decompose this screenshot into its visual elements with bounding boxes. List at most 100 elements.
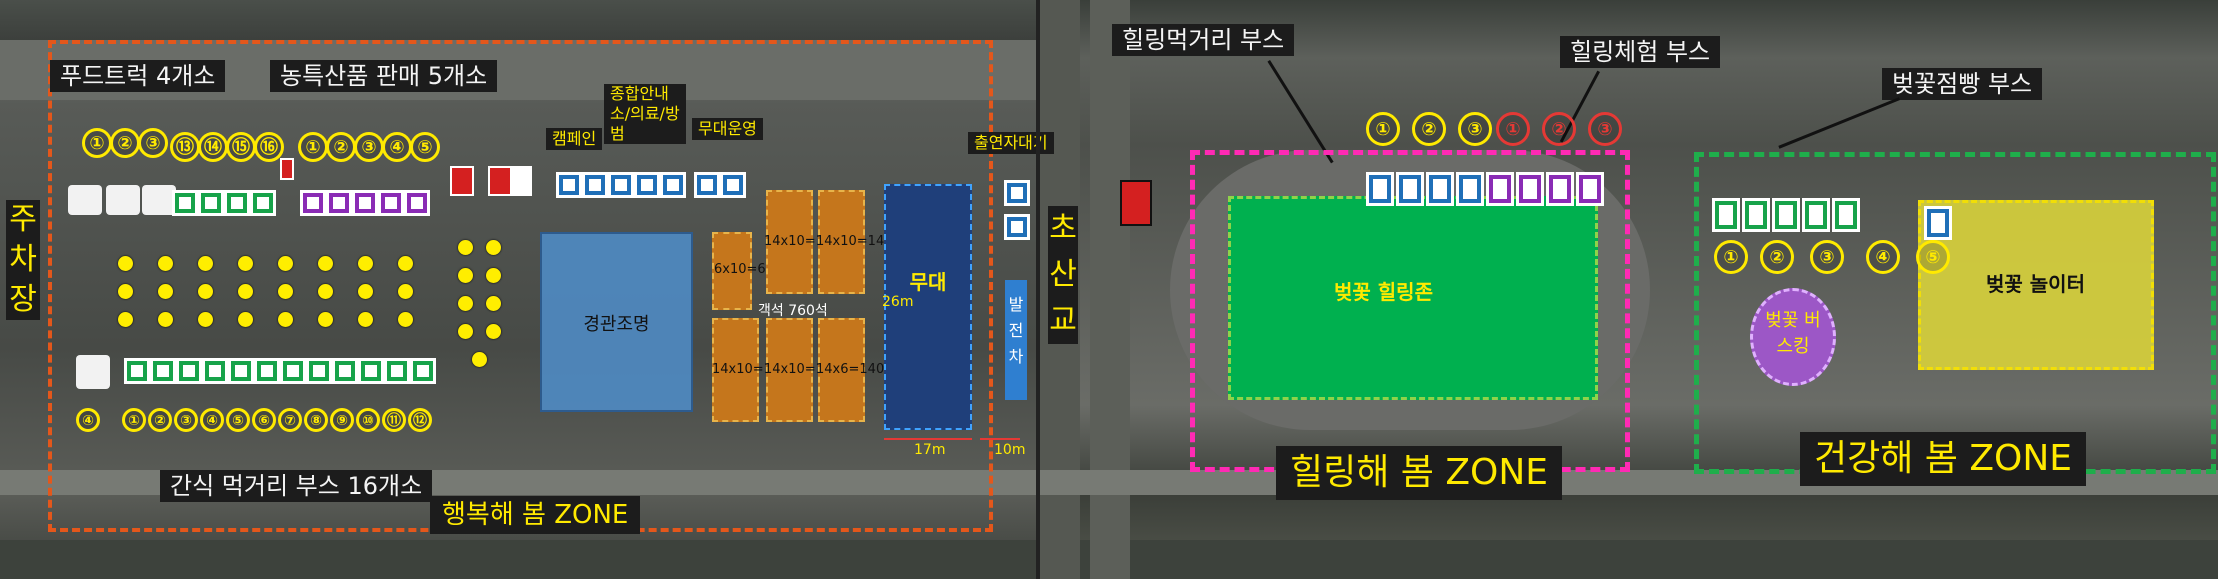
- table-dot: [358, 284, 373, 299]
- playground-label: 벚꽃 놀이터: [1986, 272, 2085, 296]
- performer-wait-booth: [1004, 214, 1030, 240]
- bread-booth: [1712, 198, 1740, 232]
- snack-booth: [250, 190, 276, 216]
- table-dot: [486, 268, 501, 283]
- snack-number: ④: [76, 408, 100, 432]
- table-dot: [398, 284, 413, 299]
- healing-food-booth: [1456, 172, 1484, 206]
- snack-booth: [150, 358, 176, 384]
- seat-block-e: [818, 318, 865, 422]
- foodtruck-icon: [68, 185, 102, 215]
- seat-block-d: [766, 318, 813, 422]
- foodtruck-icon: [142, 185, 176, 215]
- snack-booth: [228, 358, 254, 384]
- table-dot: [458, 268, 473, 283]
- photo-divider: [1036, 0, 1040, 579]
- restroom-icon: [488, 166, 512, 196]
- table-dot: [158, 284, 173, 299]
- table-dot: [118, 284, 133, 299]
- seat-block-small-label: 6x10=60: [714, 262, 774, 277]
- performer-wait-booth: [1004, 180, 1030, 206]
- zone-healing-label: 힐링해 봄 ZONE: [1276, 446, 1563, 500]
- snack-number: ③: [174, 408, 198, 432]
- stage-ops-label: 무대운영: [692, 118, 763, 140]
- table-dot: [318, 312, 333, 327]
- table-dot: [486, 324, 501, 339]
- healing-food-booth: [1426, 172, 1454, 206]
- seat-block-c: [712, 318, 759, 422]
- snack-number: ⑪: [382, 408, 406, 432]
- healing-food-number-3: ③: [1458, 112, 1492, 146]
- bread-label: 벚꽃점빵 부스: [1882, 68, 2043, 100]
- snack-number: ⑦: [278, 408, 302, 432]
- table-dot: [158, 312, 173, 327]
- dim-10-label: 10m: [994, 442, 1026, 458]
- bread-booth: [1832, 198, 1860, 232]
- snack-number: ⑤: [226, 408, 250, 432]
- snack-number: ①: [122, 408, 146, 432]
- healing-food-booth: [1366, 172, 1394, 206]
- table-dot: [486, 240, 501, 255]
- parking-label: 주차장: [6, 200, 40, 320]
- table-dot: [358, 256, 373, 271]
- farm-number-1: ①: [298, 132, 328, 162]
- table-dot: [398, 256, 413, 271]
- healing-exp-booth: [1486, 172, 1514, 206]
- foodtruck-icon: [106, 185, 140, 215]
- healing-exp-booth: [1576, 172, 1604, 206]
- farm-booth: [404, 190, 430, 216]
- campaign-label: 캠페인: [546, 128, 603, 150]
- stage-area: [884, 184, 972, 430]
- healing-food-label: 힐링먹거리 부스: [1112, 24, 1295, 56]
- zone-happy-label: 행복해 봄 ZONE: [430, 496, 641, 534]
- snack-booth: [224, 190, 250, 216]
- bread-booth: [1742, 198, 1770, 232]
- bread-booth: [1802, 198, 1830, 232]
- foodtruck-number-1: ①: [82, 128, 112, 158]
- restroom-icon: [450, 166, 474, 196]
- zone-health-label: 건강해 봄 ZONE: [1800, 432, 2087, 486]
- healing-food-number-1: ①: [1366, 112, 1400, 146]
- restroom-icon: [1120, 180, 1152, 226]
- seat-block-small: [712, 232, 752, 310]
- snack-number: ②: [148, 408, 172, 432]
- healing-exp-booth: [1516, 172, 1544, 206]
- foodtruck-title: 푸드트럭 4개소: [50, 60, 226, 92]
- snack-number: ④: [200, 408, 224, 432]
- landscape-lighting-area: [540, 232, 693, 412]
- bread-number-5: ⑤: [1916, 240, 1950, 274]
- bread-number-1: ①: [1714, 240, 1748, 274]
- bread-number-3: ③: [1810, 240, 1844, 274]
- stage-ops-booth: [720, 172, 746, 198]
- snack-booth: [124, 358, 150, 384]
- table-dot: [278, 284, 293, 299]
- snack-booth-title: 간식 먹거리 부스 16개소: [160, 470, 433, 502]
- info-booth: [634, 172, 660, 198]
- bread-number-2: ②: [1760, 240, 1794, 274]
- snack-number: ⑧: [304, 408, 328, 432]
- farm-product-title: 농특산품 판매 5개소: [270, 60, 498, 92]
- restroom-icon: [280, 158, 294, 180]
- table-dot: [398, 312, 413, 327]
- info-label: 종합안내소/의료/방범: [604, 84, 686, 144]
- healing-zone-label: 벚꽃 힐링존: [1334, 276, 1433, 305]
- table-dot: [486, 296, 501, 311]
- generator-label: 발전차: [1008, 295, 1024, 366]
- farm-booth: [352, 190, 378, 216]
- stage-label: 무대: [909, 270, 947, 294]
- foodtruck-icon: [76, 355, 110, 389]
- bread-booth: [1772, 198, 1800, 232]
- snack-booth: [280, 358, 306, 384]
- snack-booth: [384, 358, 410, 384]
- table-dot: [118, 312, 133, 327]
- seat-total-label: 객석 760석: [758, 303, 828, 319]
- healing-exp-number-2: ②: [1542, 112, 1576, 146]
- snack-number-14: ⑭: [198, 132, 228, 162]
- snack-booth: [254, 358, 280, 384]
- info-booth: [582, 172, 608, 198]
- performer-wait-label: 출연자대기: [968, 132, 1054, 154]
- farm-number-2: ②: [326, 132, 356, 162]
- foodtruck-number-2: ②: [110, 128, 140, 158]
- bridge-label: 초산교: [1048, 206, 1078, 344]
- seat-block-e-label: 14x6=140: [816, 362, 885, 377]
